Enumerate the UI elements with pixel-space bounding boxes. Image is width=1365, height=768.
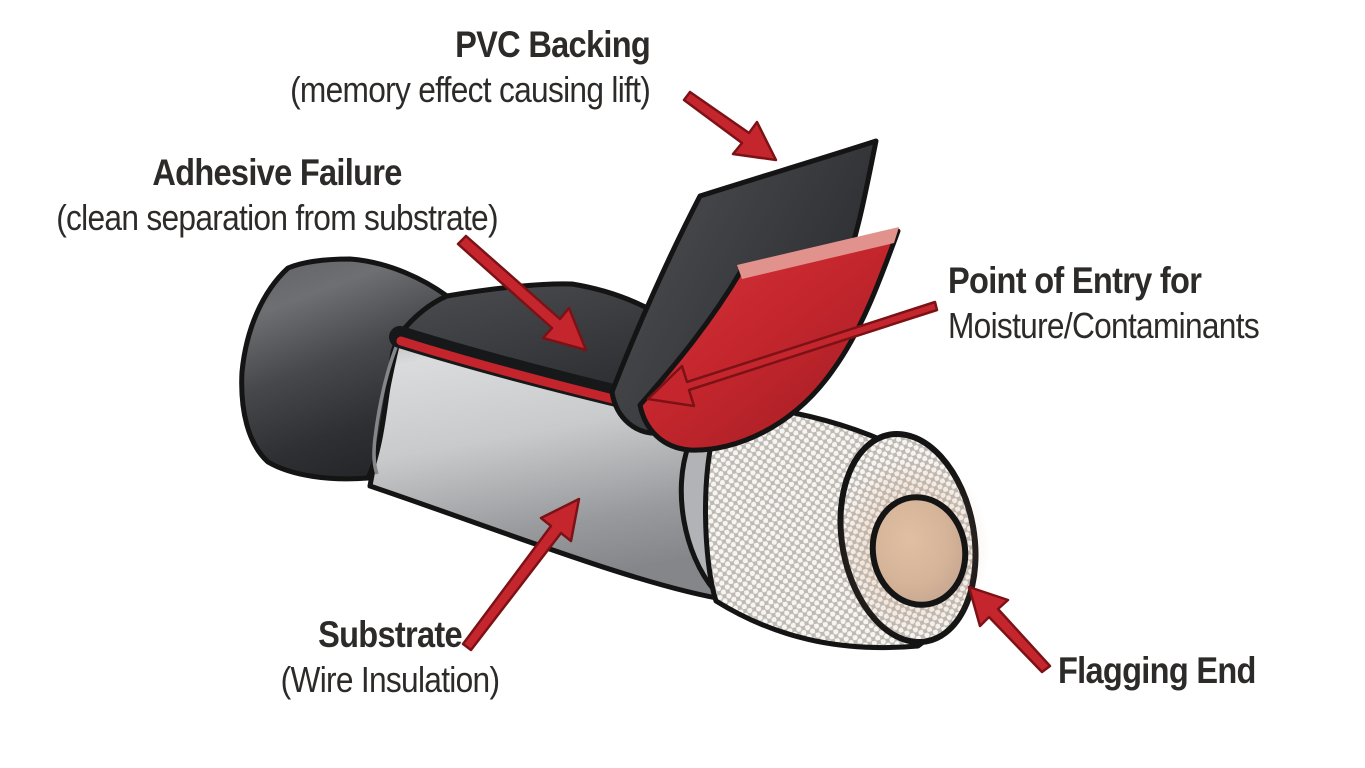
label-adhesive-failure: Adhesive Failure (clean separation from … — [44, 150, 510, 240]
label-substrate: Substrate (Wire Insulation) — [161, 612, 619, 702]
label-pvc-backing-subtitle: (memory effect causing lift) — [290, 69, 651, 110]
label-flagging-end: Flagging End — [1058, 648, 1256, 693]
label-adhesive-failure-title: Adhesive Failure — [152, 152, 402, 193]
jacket-edge-highlight — [372, 339, 401, 475]
arrow-substrate — [461, 497, 581, 652]
arrow-pvc-backing — [682, 90, 778, 162]
label-point-of-entry-title: Point of Entry for — [948, 260, 1202, 301]
label-pvc-backing: PVC Backing (memory effect causing lift) — [290, 22, 651, 112]
arrow-adhesive-failure — [456, 234, 588, 352]
label-point-of-entry-subtitle: Moisture/Contaminants — [948, 305, 1260, 346]
tape-flag-adhesive — [637, 228, 901, 453]
label-flagging-end-title: Flagging End — [1058, 650, 1256, 691]
label-pvc-backing-title: PVC Backing — [455, 24, 651, 65]
label-substrate-subtitle: (Wire Insulation) — [280, 659, 500, 700]
arrow-point-of-entry — [646, 300, 939, 408]
label-adhesive-failure-subtitle: (clean separation from substrate) — [56, 197, 498, 238]
label-substrate-title: Substrate — [318, 614, 463, 655]
flag-edge-highlight — [737, 227, 899, 279]
arrow-flagging-end — [967, 585, 1052, 674]
label-point-of-entry: Point of Entry for Moisture/Contaminants — [948, 258, 1260, 348]
conductor-core — [869, 494, 969, 608]
